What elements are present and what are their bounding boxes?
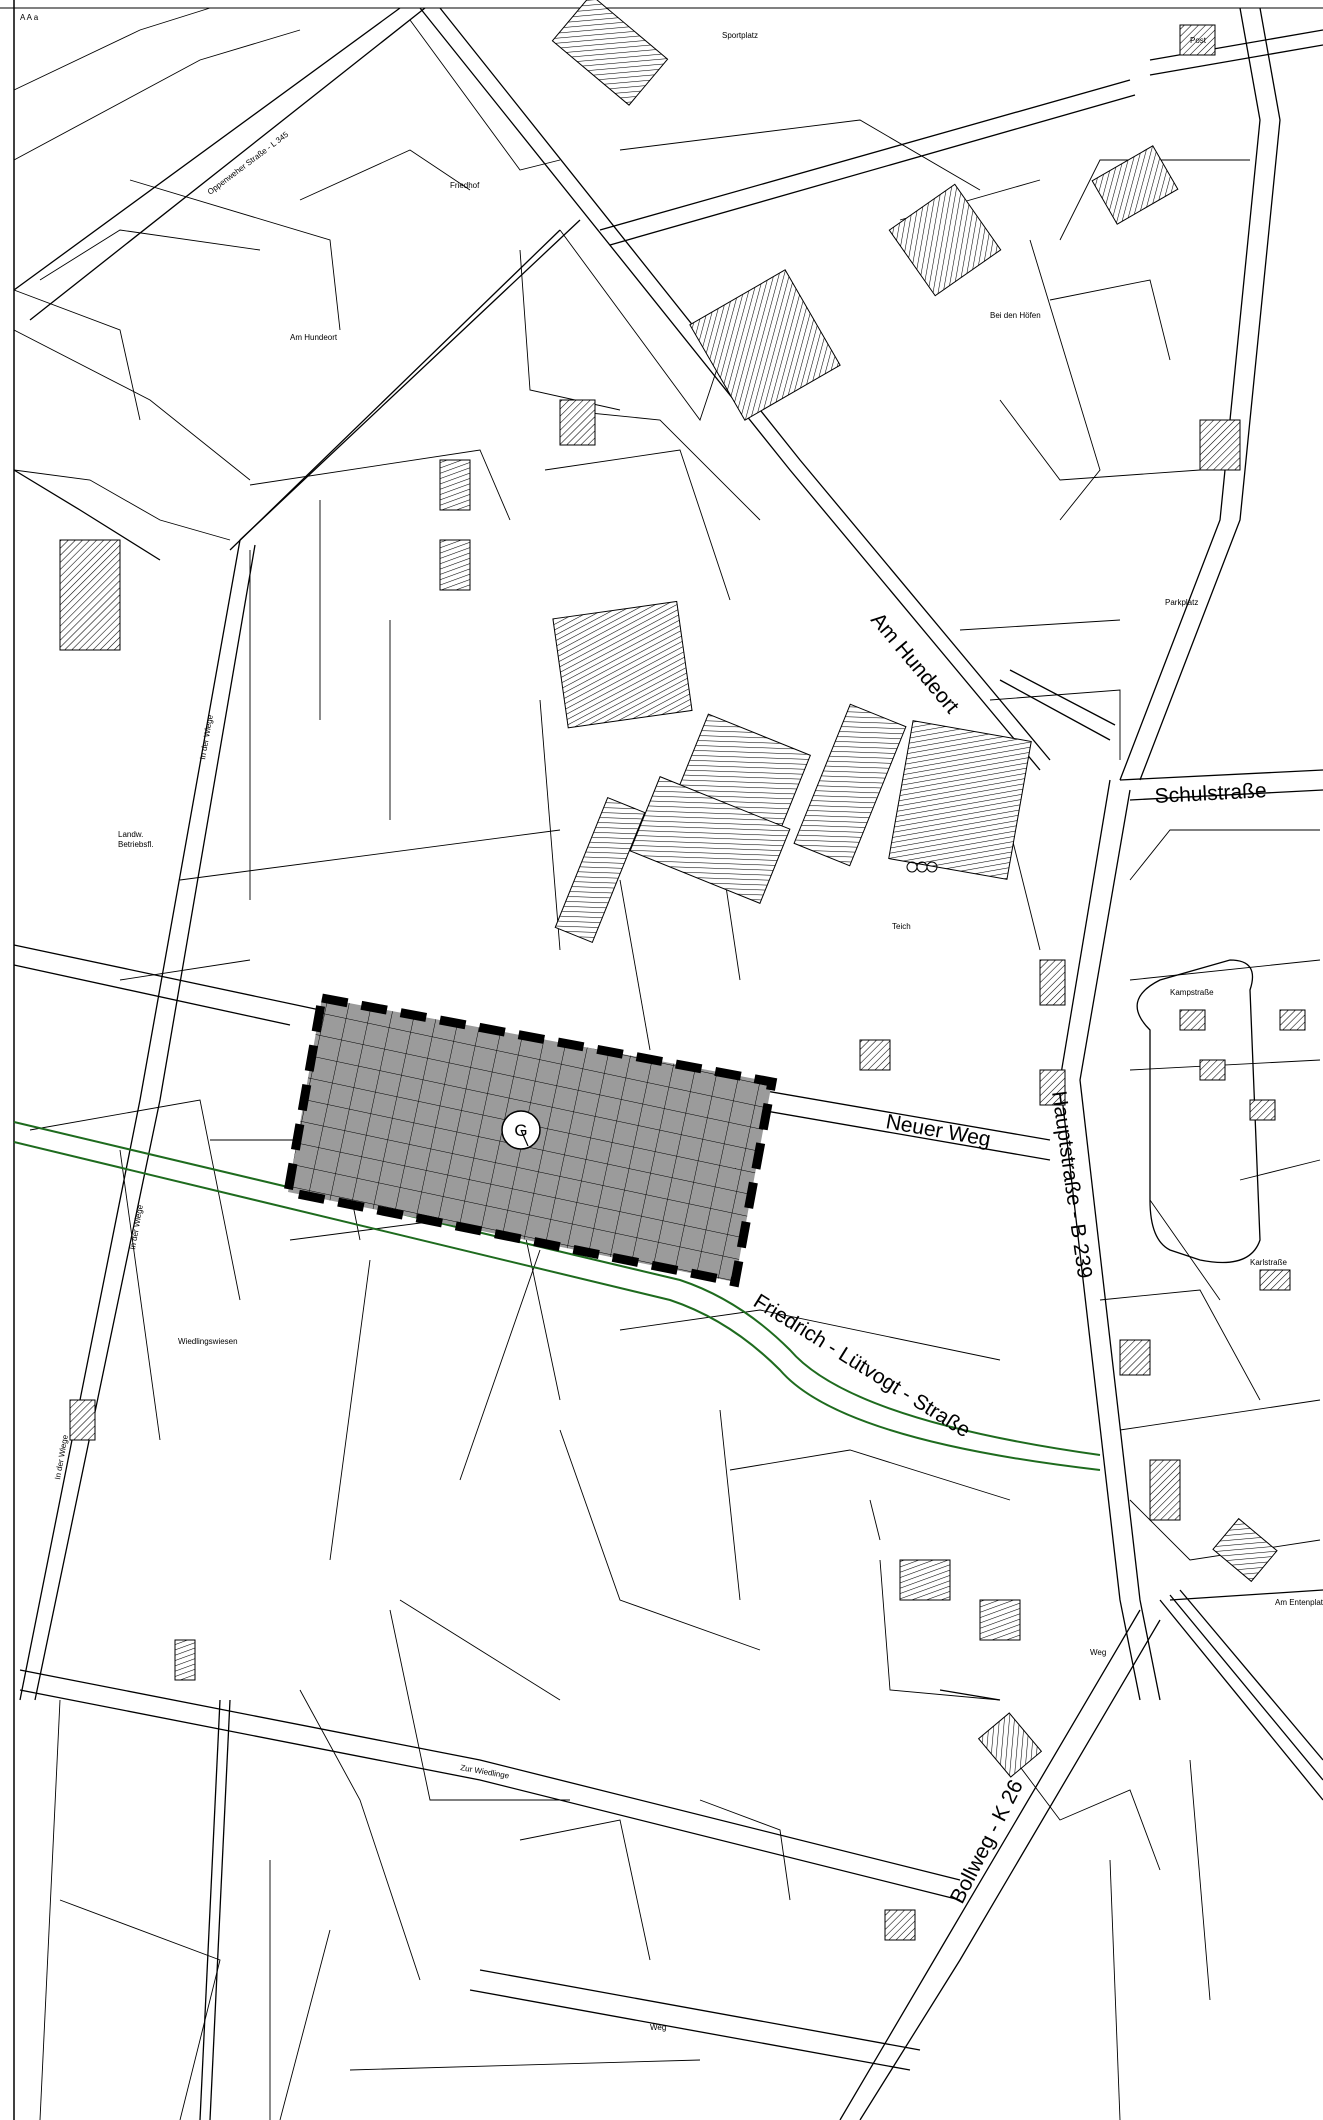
label-teich: Teich <box>892 922 911 931</box>
label-friedhof: Friedhof <box>450 181 480 190</box>
green-route-line <box>13 1121 1101 1456</box>
label-karlstrasse: Karlstraße <box>1250 1258 1287 1267</box>
label-post: Post <box>1190 36 1207 45</box>
label-weg: Weg <box>650 2023 666 2032</box>
label-kampstrasse: Kampstraße <box>1170 988 1214 997</box>
green-route-line <box>13 1141 1101 1471</box>
hatched-building-icon <box>59 0 1306 1941</box>
road-network <box>13 7 1323 2120</box>
plan-area-boundary <box>282 992 778 1288</box>
label-betriebsfl: Betriebsfl. <box>118 840 154 849</box>
label-wiedlingswiesen: Wiedlingswiesen <box>178 1337 238 1346</box>
label-weg: Weg <box>1090 1648 1106 1657</box>
zone-marker-label: G <box>514 1121 527 1140</box>
label-am-hundeort-area: Am Hundeort <box>290 333 338 342</box>
label-bei-den-hoefen: Bei den Höfen <box>990 311 1041 320</box>
label-landw: Landw. <box>118 830 143 839</box>
corner-marks: A A a <box>20 13 39 22</box>
label-parkplatz: Parkplatz <box>1165 598 1198 607</box>
parcel-lines <box>13 7 1321 2120</box>
label-am-entenplatz: Am Entenplatz <box>1275 1598 1323 1607</box>
label-sportplatz: Sportplatz <box>722 31 758 40</box>
zone-marker-icon: G <box>501 1110 541 1150</box>
